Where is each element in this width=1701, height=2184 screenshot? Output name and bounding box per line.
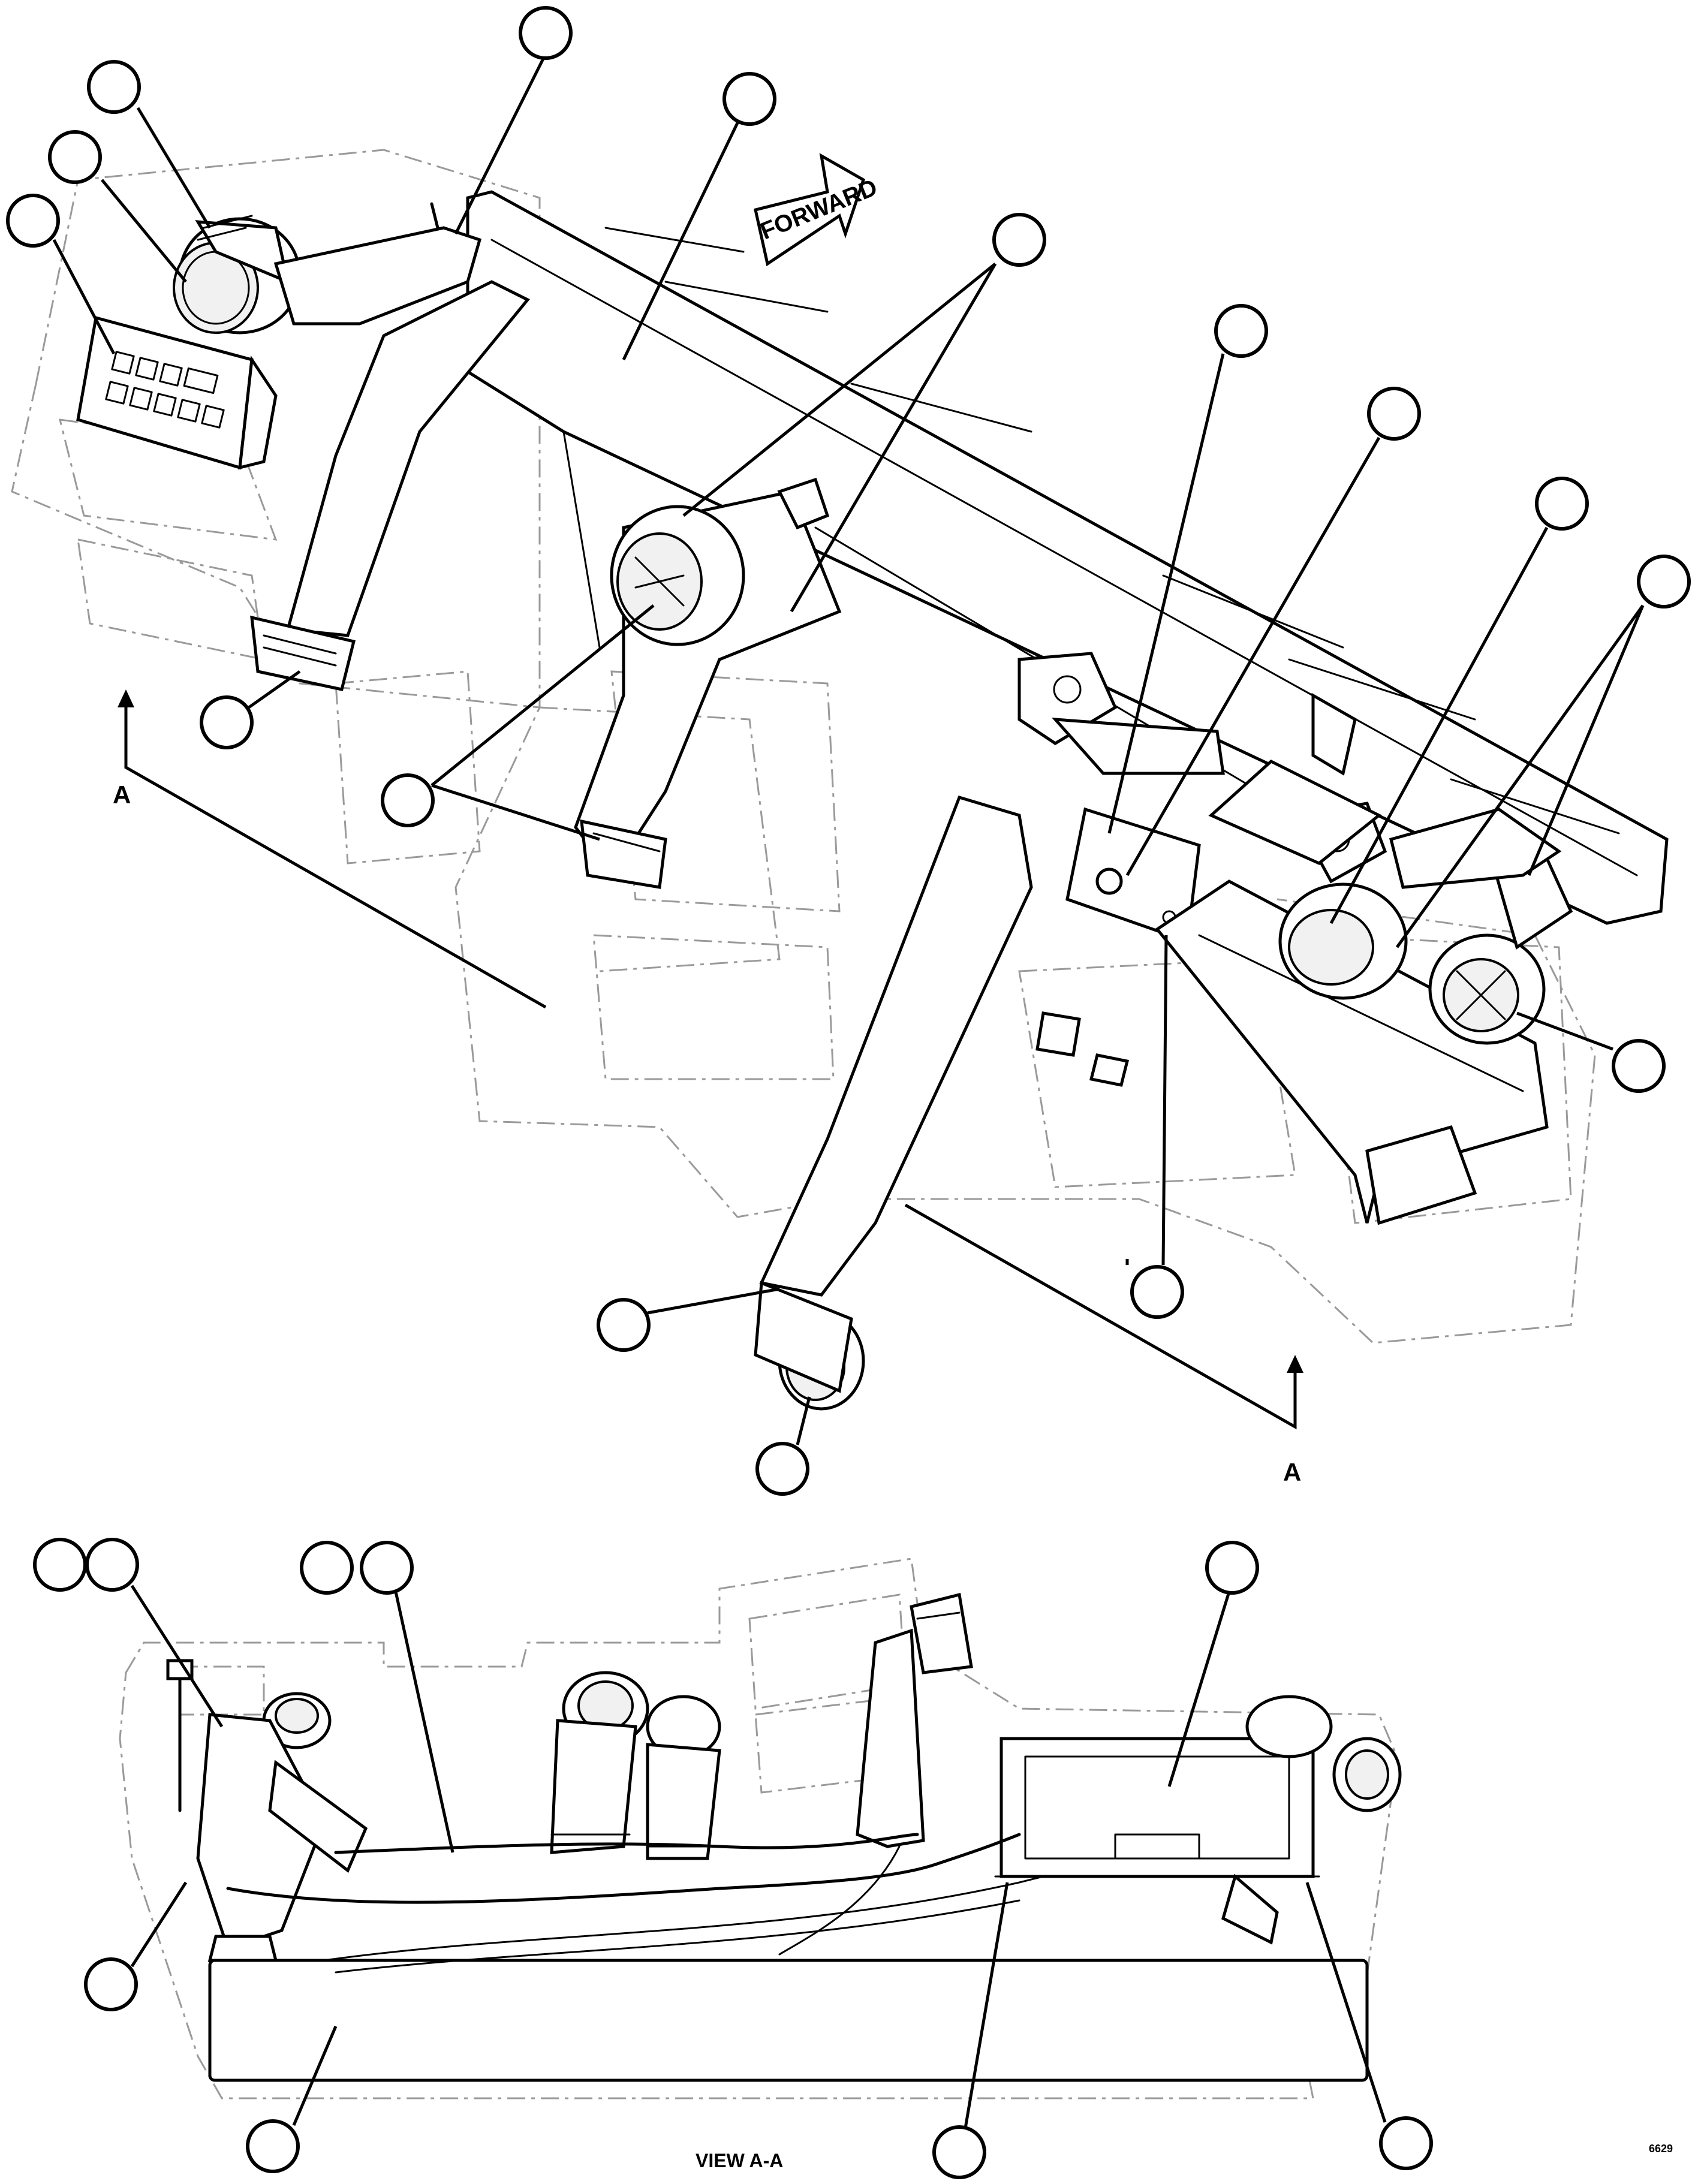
callout-2	[87, 60, 141, 114]
sheet-code: 6629	[1649, 2143, 1673, 2155]
view-left-ducts	[166, 1659, 368, 1962]
callout-10	[1637, 555, 1691, 608]
callout-13	[755, 1442, 809, 1496]
climate-control-panel	[76, 315, 278, 470]
right-outboard-vent	[1428, 843, 1573, 1045]
view-callout-6	[84, 1957, 138, 2011]
section-marker-right: A	[1283, 1458, 1301, 1486]
callout-5	[722, 72, 776, 126]
callout-12	[1130, 1265, 1184, 1319]
right-center-vent	[1278, 882, 1408, 1000]
view-callout-2	[85, 1538, 139, 1592]
left-floor-duct	[250, 615, 356, 691]
view-callout-5	[1205, 1541, 1259, 1595]
center-vent-duct	[574, 477, 842, 889]
mode-door-actuator	[1017, 652, 1225, 775]
left-outboard-vent	[173, 215, 302, 335]
dash-crossbeam	[466, 190, 1669, 925]
main-isometric-view: FORWARD	[6, 6, 1691, 1496]
view-callout-9	[1379, 2116, 1433, 2170]
view-callout-8	[932, 2125, 986, 2179]
forward-direction-arrow: FORWARD	[754, 153, 881, 267]
view-hvac-module	[994, 1695, 1402, 1945]
view-callout-1	[33, 1538, 87, 1592]
callout-6	[992, 213, 1046, 267]
callout-11	[1612, 1039, 1666, 1093]
main-view-callouts	[6, 6, 1691, 1496]
view-lower-trim-panel	[208, 1842, 1369, 2082]
callout-1	[519, 6, 573, 60]
callout-7	[1214, 304, 1268, 358]
view-center-ducts	[550, 1671, 721, 1860]
view-callouts	[33, 1538, 1433, 2179]
view-callout-3	[300, 1541, 354, 1595]
left-defrost-duct	[273, 202, 530, 637]
view-title: VIEW A-A	[696, 2150, 783, 2171]
section-cut-line: A A	[113, 689, 1303, 1486]
blend-door-actuator	[1208, 760, 1387, 884]
view-callout-4	[360, 1541, 414, 1595]
right-defrost-duct	[1311, 692, 1562, 889]
section-marker-left: A	[113, 781, 131, 809]
center-long-floor-duct	[754, 795, 1033, 1411]
callout-14	[597, 1298, 651, 1352]
callout-15	[381, 773, 435, 827]
view-callout-7	[246, 2119, 300, 2173]
hvac-housing	[1035, 879, 1549, 1225]
callout-3	[48, 130, 102, 184]
view-tube-run	[226, 1833, 1021, 1956]
callout-16	[200, 695, 254, 749]
callout-4	[6, 194, 60, 248]
view-a-a: VIEW A-A 6629	[33, 1538, 1673, 2179]
callout-8	[1367, 387, 1421, 441]
view-tall-riser-duct	[856, 1592, 973, 1848]
callout-9	[1535, 477, 1589, 531]
